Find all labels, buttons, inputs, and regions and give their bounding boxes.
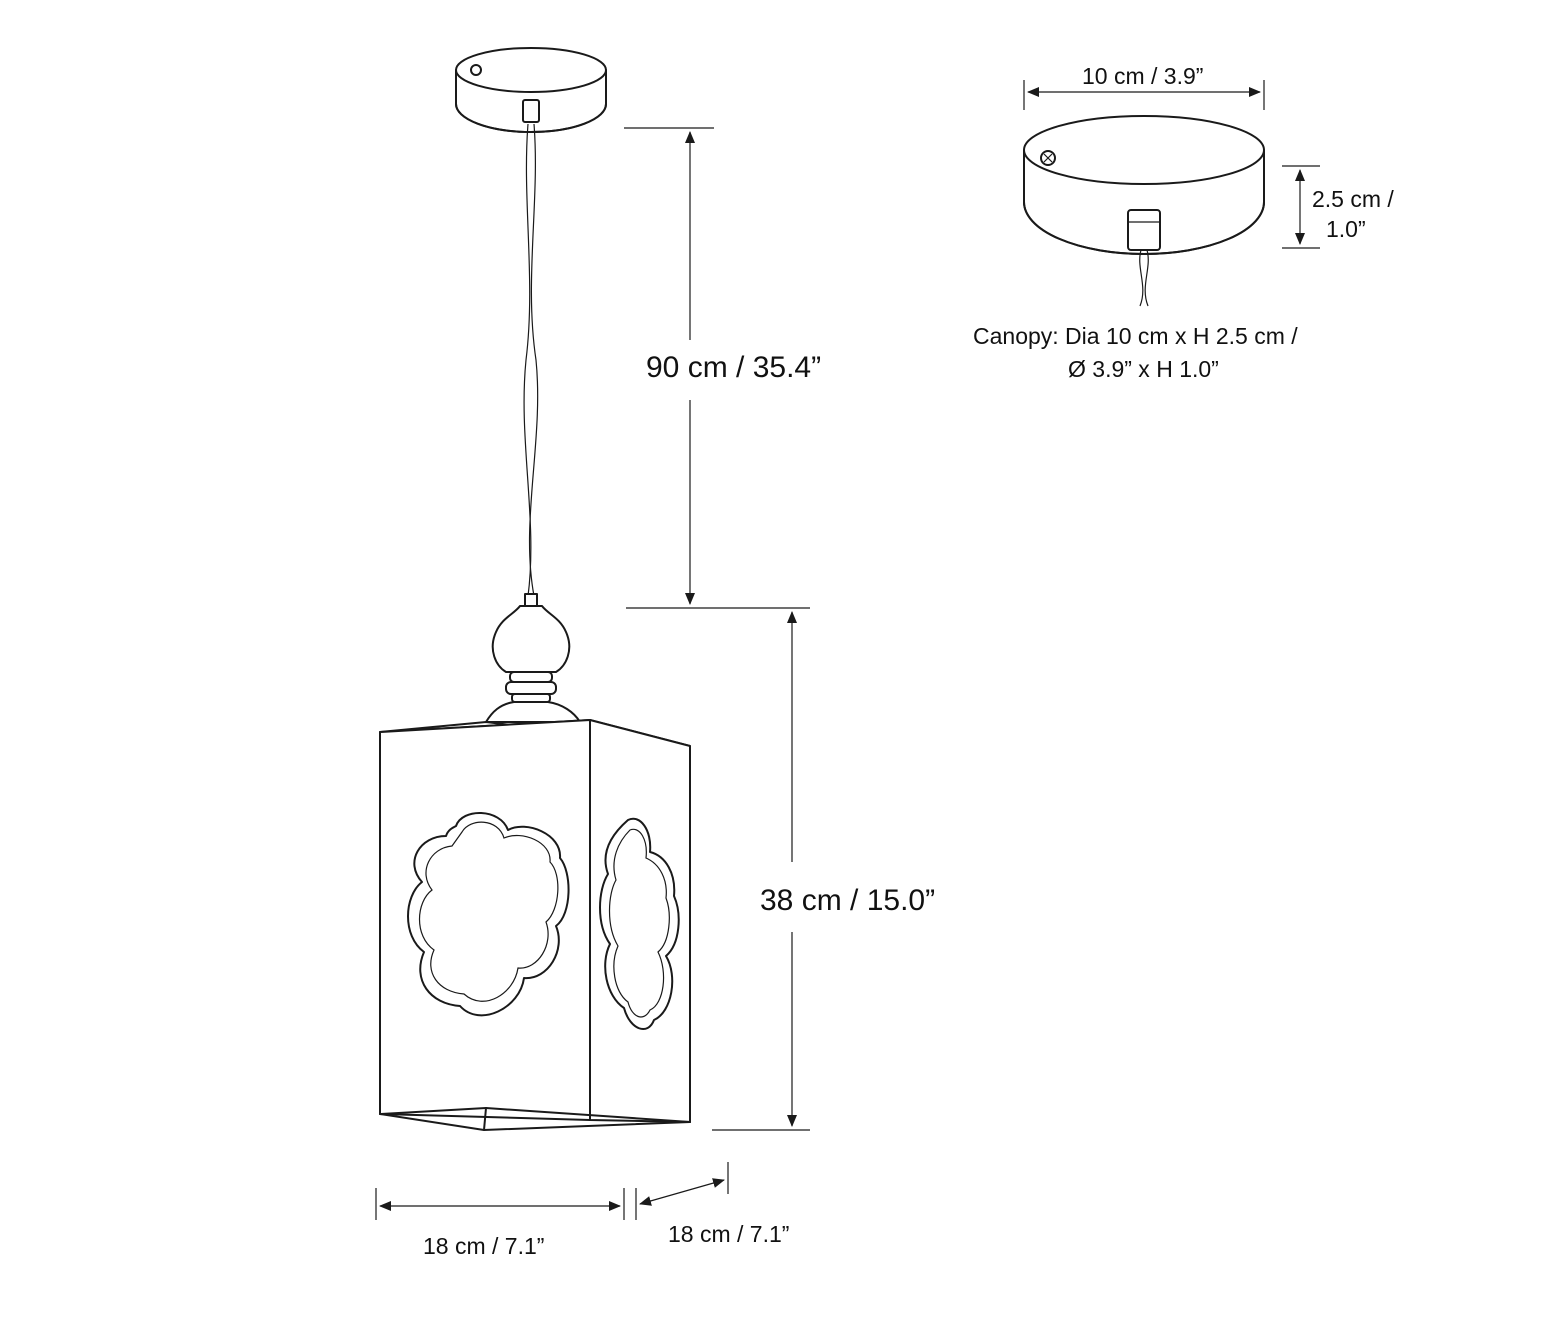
- dimension-shade-width: 18 cm / 7.1”: [375, 1188, 625, 1259]
- finial: [485, 593, 581, 723]
- canopy-height-label-2: 1.0”: [1326, 216, 1366, 242]
- cord-length-label: 90 cm / 35.4”: [646, 351, 821, 384]
- dimension-shade-depth: 18 cm / 7.1”: [635, 1162, 789, 1247]
- flower-cutout-side: [599, 817, 680, 1031]
- canopy-note-line1: Canopy: Dia 10 cm x H 2.5 cm /: [973, 323, 1298, 349]
- canopy-height-label-1: 2.5 cm /: [1312, 186, 1394, 212]
- flower-cutout-front: [407, 812, 570, 1017]
- screw-icon: [1040, 150, 1056, 166]
- cord: [523, 123, 539, 597]
- main-canopy: [455, 47, 607, 133]
- dimension-shade-height: 38 cm / 15.0”: [712, 611, 935, 1131]
- canopy-detail: 10 cm / 3.9” 2.5 cm / 1.0” Canopy: Dia 1…: [973, 63, 1394, 382]
- shade-height-label: 38 cm / 15.0”: [760, 884, 935, 917]
- canopy-note-line2: Ø 3.9” x H 1.0”: [1068, 356, 1219, 382]
- shade-depth-label: 18 cm / 7.1”: [668, 1221, 789, 1247]
- canopy-diameter-label: 10 cm / 3.9”: [1082, 63, 1203, 89]
- shade-width-label: 18 cm / 7.1”: [423, 1233, 544, 1259]
- screw-icon: [470, 64, 482, 76]
- lantern-shade: [379, 719, 691, 1131]
- dimension-cord-length: 90 cm / 35.4”: [624, 127, 821, 609]
